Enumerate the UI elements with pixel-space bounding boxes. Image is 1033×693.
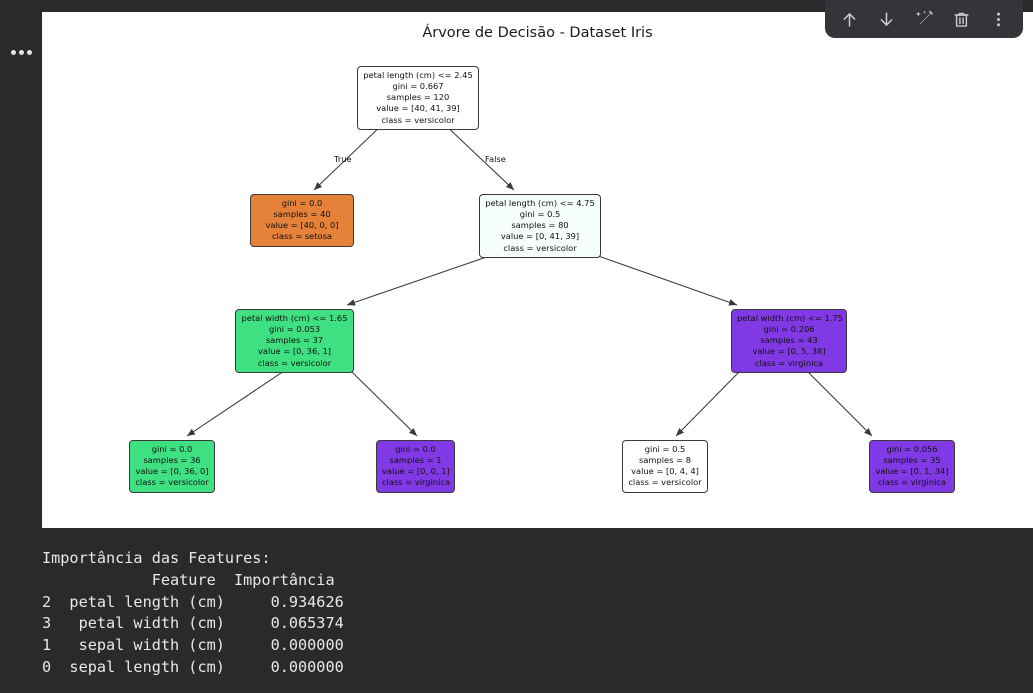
page-title: Árvore de Decisão - Dataset Iris: [422, 25, 653, 41]
output-line: 3 petal width (cm) 0.065374: [42, 614, 344, 633]
output-line: 0 sepal length (cm) 0.000000: [42, 657, 344, 676]
tree-node-line: samples = 37: [265, 335, 324, 346]
tree-node-line: value = [0, 36, 1]: [257, 346, 332, 357]
magic-edit-button[interactable]: [908, 4, 940, 34]
arrow-up-icon: [840, 10, 859, 29]
tree-node-line: petal length (cm) <= 2.45: [363, 69, 473, 80]
tree-node-line: class = versicolor: [381, 114, 455, 125]
feature-importance-output: Importância das Features: Feature Import…: [42, 548, 1022, 679]
tree-node-line: samples = 35: [883, 454, 941, 465]
tree-edges: [186, 121, 873, 437]
sparkle-pencil-icon: [914, 9, 934, 29]
tree-node-line: class = versicolor: [503, 242, 577, 253]
output-line: 2 petal length (cm) 0.934626: [42, 592, 344, 611]
tree-node-line: samples = 1: [389, 454, 442, 465]
tree-node-line: value = [0, 1, 34]: [875, 466, 949, 477]
floating-toolbar: [825, 0, 1023, 38]
ellipsis-icon[interactable]: [5, 45, 37, 59]
tree-node-line: class = setosa: [272, 231, 332, 242]
delete-button[interactable]: [945, 4, 977, 34]
tree-node-line: value = [0, 5, 38]: [752, 346, 826, 357]
more-options-button[interactable]: [982, 4, 1014, 34]
tree-node-line: gini = 0.667: [392, 80, 444, 91]
output-line: Feature Importância: [42, 570, 335, 589]
figure-canvas: Árvore de Decisão - Dataset Iris: [42, 12, 1033, 528]
tree-node-line: gini = 0.206: [763, 323, 815, 334]
tree-node-line: gini = 0.053: [268, 323, 321, 334]
output-line: Importância das Features:: [42, 549, 271, 567]
tree-node-line: value = [0, 36, 0]: [135, 466, 209, 477]
edge-label-true: True: [334, 154, 352, 164]
tree-node-line: class = virginica: [754, 357, 824, 368]
tree-node-line: value = [40, 0, 0]: [265, 220, 339, 231]
tree-node-line: value = [0, 0, 1]: [382, 466, 450, 477]
output-line: 1 sepal width (cm) 0.000000: [42, 636, 344, 655]
ellipsis-dot: [18, 49, 24, 55]
tree-node-line: gini = 0.5: [519, 208, 561, 219]
tree-node-line: gini = 0.0: [395, 443, 436, 454]
tree-node-line: samples = 40: [273, 208, 331, 219]
arrow-down-icon: [877, 10, 896, 29]
tree-node-line: samples = 8: [639, 454, 691, 465]
ellipsis-dot: [10, 49, 16, 55]
tree-node-line: class = virginica: [382, 477, 451, 488]
tree-node-line: samples = 43: [760, 335, 818, 346]
tree-node-line: gini = 0.5: [644, 443, 686, 454]
scroll-up-button[interactable]: [834, 4, 866, 34]
tree-node-line: gini = 0.0: [281, 197, 323, 208]
ellipsis-dot: [26, 49, 32, 55]
tree-node-line: samples = 80: [511, 220, 569, 231]
tree-node-line: class = versicolor: [628, 477, 702, 488]
tree-node-line: value = [0, 4, 4]: [631, 466, 699, 477]
tree-node-line: petal width (cm) <= 1.75: [737, 312, 843, 323]
left-rail: [0, 0, 42, 540]
tree-node-line: value = [0, 41, 39]: [500, 231, 580, 242]
tree-node-line: gini = 0.0: [151, 443, 193, 454]
tree-node-line: samples = 36: [143, 454, 201, 465]
tree-node-line: petal length (cm) <= 4.75: [485, 197, 595, 208]
tree-node-line: class = versicolor: [135, 477, 209, 488]
tree-node-line: class = versicolor: [257, 357, 332, 368]
tree-node-line: gini = 0.056: [886, 443, 938, 454]
tree-node-line: petal width (cm) <= 1.65: [241, 312, 348, 323]
edge-label-false: False: [485, 154, 506, 164]
kebab-menu-icon: [989, 10, 1008, 29]
trash-icon: [952, 10, 971, 29]
tree-node-line: samples = 120: [386, 92, 450, 103]
scroll-down-button[interactable]: [871, 4, 903, 34]
tree-node-line: class = virginica: [877, 477, 947, 488]
tree-node-line: value = [40, 41, 39]: [376, 103, 460, 114]
